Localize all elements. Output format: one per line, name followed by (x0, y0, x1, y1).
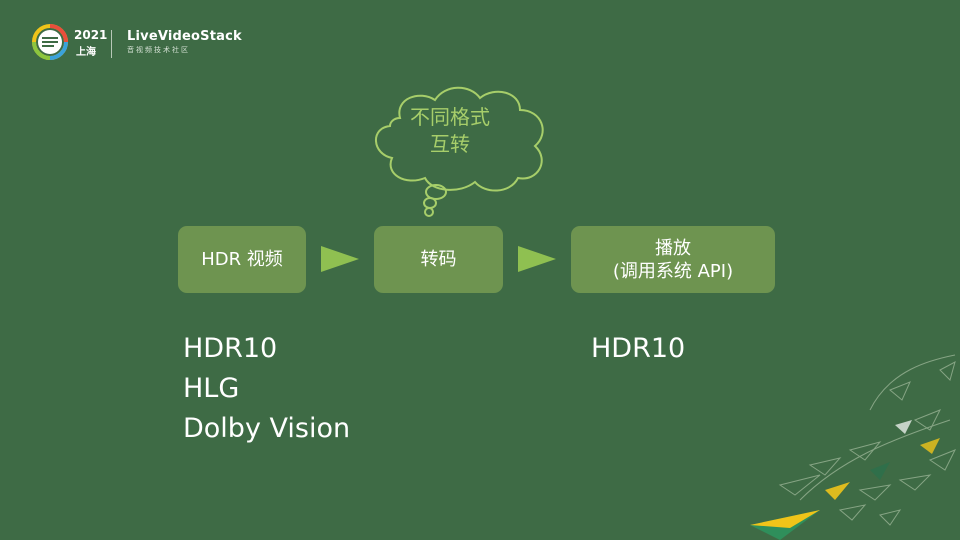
header: 2021 上海 LiveVideoStack 音视频技术社区 (32, 24, 272, 64)
step-label: 播放 (655, 237, 691, 259)
format-item: HDR10 (591, 333, 686, 364)
event-year: 2021 (74, 28, 108, 42)
cloud-label: 不同格式 互转 (360, 104, 540, 158)
step-hdr-video-box: HDR 视频 (178, 226, 306, 293)
cloud-line: 互转 (430, 132, 470, 156)
thought-cloud: 不同格式 互转 (360, 78, 560, 218)
step-sublabel: (调用系统 API) (612, 260, 734, 282)
format-item: Dolby Vision (183, 413, 351, 444)
format-item: HDR10 (183, 333, 278, 364)
thought-cloud-icon (375, 86, 544, 217)
event-city: 上海 (76, 47, 96, 58)
input-formats-list: HDR10 HLG Dolby Vision (183, 329, 350, 449)
event-logo-icon (32, 24, 68, 60)
arrow-right-icon (518, 246, 556, 272)
paper-plane-decoration-icon (750, 354, 957, 540)
step-label: 转码 (420, 249, 457, 270)
arrow-right-icon (321, 246, 359, 272)
brand-name: LiveVideoStack (127, 29, 242, 44)
step-label: HDR 视频 (201, 249, 283, 270)
header-divider (111, 30, 112, 58)
output-formats-list: HDR10 (591, 329, 685, 369)
cloud-line: 不同格式 (410, 105, 490, 129)
format-item: HLG (183, 373, 240, 404)
brand-tagline: 音视频技术社区 (127, 46, 190, 54)
step-playback-box: 播放 (调用系统 API) (571, 226, 775, 293)
step-transcode-box: 转码 (374, 226, 503, 293)
